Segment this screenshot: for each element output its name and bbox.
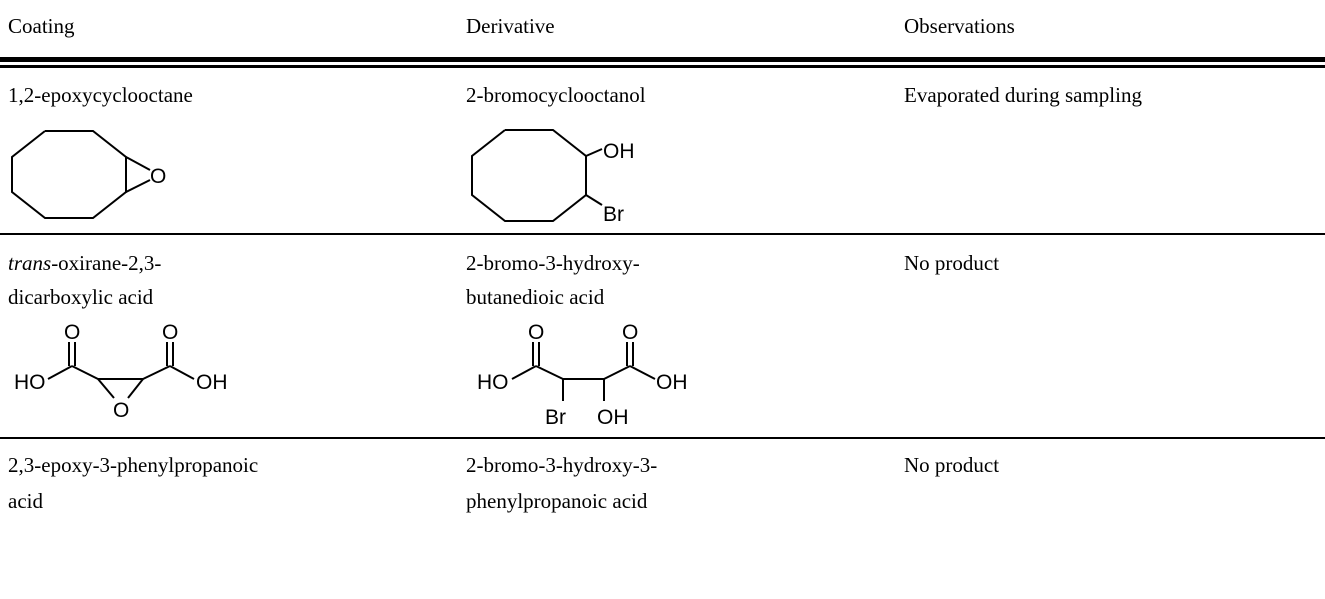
row2-coating-atom-ho: HO bbox=[14, 371, 46, 394]
row2-derivative-atom-o-left: O bbox=[528, 321, 544, 344]
row3-coating-name-line1: 2,3-epoxy-3-phenylpropanoic bbox=[8, 453, 259, 477]
row1-coating-atom-o: O bbox=[150, 165, 166, 188]
row2-derivative-atom-oh: OH bbox=[597, 406, 629, 429]
header-rule-thin bbox=[0, 65, 1325, 68]
row3-derivative-name-line1: 2-bromo-3-hydroxy-3- bbox=[466, 453, 658, 477]
row2-coating-atom-o-right: O bbox=[162, 321, 178, 344]
row1-rule bbox=[0, 233, 1325, 235]
row2-coating-atom-o-left: O bbox=[64, 321, 80, 344]
row2-coating-atom-o-ring: O bbox=[113, 399, 129, 422]
row1-derivative-name: 2-bromocyclooctanol bbox=[466, 83, 646, 107]
row3-derivative-name-line2: phenylpropanoic acid bbox=[466, 489, 648, 513]
header-rule-thick bbox=[0, 57, 1325, 62]
row2-coating-name-rest: -oxirane-2,3- bbox=[51, 251, 162, 275]
column-header-derivative: Derivative bbox=[466, 14, 555, 38]
row2-derivative-atom-br: Br bbox=[545, 406, 566, 429]
row2-derivative-name-line2: butanedioic acid bbox=[466, 285, 605, 309]
row2-observation: No product bbox=[904, 251, 1000, 275]
column-header-coating: Coating bbox=[8, 14, 75, 38]
row1-observation: Evaporated during sampling bbox=[904, 83, 1142, 107]
row2-derivative-name-line1: 2-bromo-3-hydroxy- bbox=[466, 251, 640, 275]
row2-rule bbox=[0, 437, 1325, 439]
column-header-observations: Observations bbox=[904, 14, 1015, 38]
row1-derivative-atom-br: Br bbox=[603, 203, 624, 226]
row2-coating-name-line2: dicarboxylic acid bbox=[8, 285, 154, 309]
row3-observation: No product bbox=[904, 453, 1000, 477]
row1-coating-name: 1,2-epoxycyclooctane bbox=[8, 83, 193, 107]
row2-coating-name-line1: trans-oxirane-2,3- bbox=[8, 251, 161, 275]
row2-derivative-atom-oh-acid: OH bbox=[656, 371, 688, 394]
row1-derivative-atom-oh: OH bbox=[603, 140, 635, 163]
row2-derivative-atom-o-right: O bbox=[622, 321, 638, 344]
row2-coating-atom-oh: OH bbox=[196, 371, 228, 394]
row2-derivative-atom-ho: HO bbox=[477, 371, 509, 394]
row3-coating-name-line2: acid bbox=[8, 489, 43, 513]
row2-coating-prefix: trans bbox=[8, 251, 52, 275]
